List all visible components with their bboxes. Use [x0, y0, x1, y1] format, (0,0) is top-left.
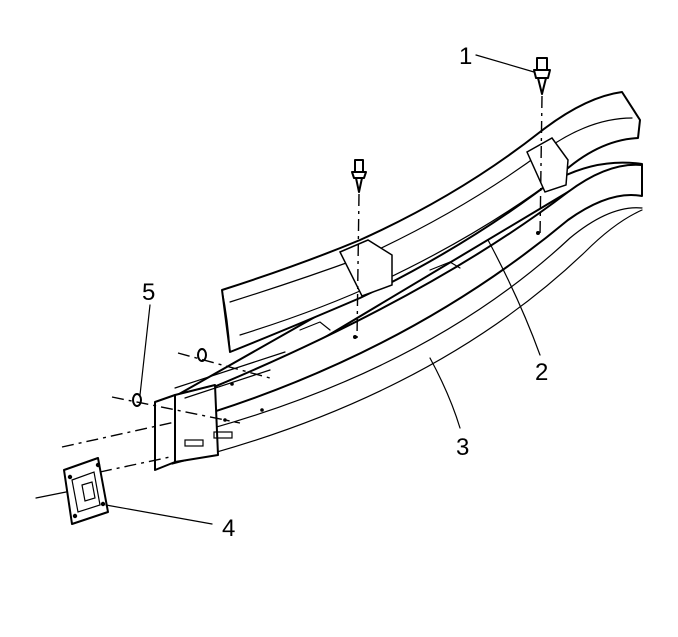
bracket-line-lower [99, 456, 171, 473]
callout-2: 2 [535, 359, 548, 386]
bracket-line-upper [61, 421, 176, 448]
leader-4 [105, 504, 213, 525]
impact-bar [154, 161, 643, 471]
nut-line-upper [177, 352, 271, 379]
mounting-bracket [63, 457, 109, 525]
leader-5 [139, 304, 151, 396]
bracket-ref-line [35, 491, 67, 499]
nut-lower [132, 393, 142, 407]
leader-3 [429, 357, 461, 429]
callout-5: 5 [142, 279, 155, 306]
leader-2 [487, 239, 541, 356]
callout-3: 3 [456, 434, 469, 461]
push-pin-left [351, 159, 367, 193]
nut-line-lower [111, 396, 241, 424]
energy-absorber [221, 91, 641, 353]
callout-4: 4 [222, 515, 235, 542]
nut-upper [197, 348, 207, 362]
leader-1 [475, 54, 535, 73]
callout-1: 1 [459, 43, 472, 70]
push-pin-right [533, 57, 551, 95]
